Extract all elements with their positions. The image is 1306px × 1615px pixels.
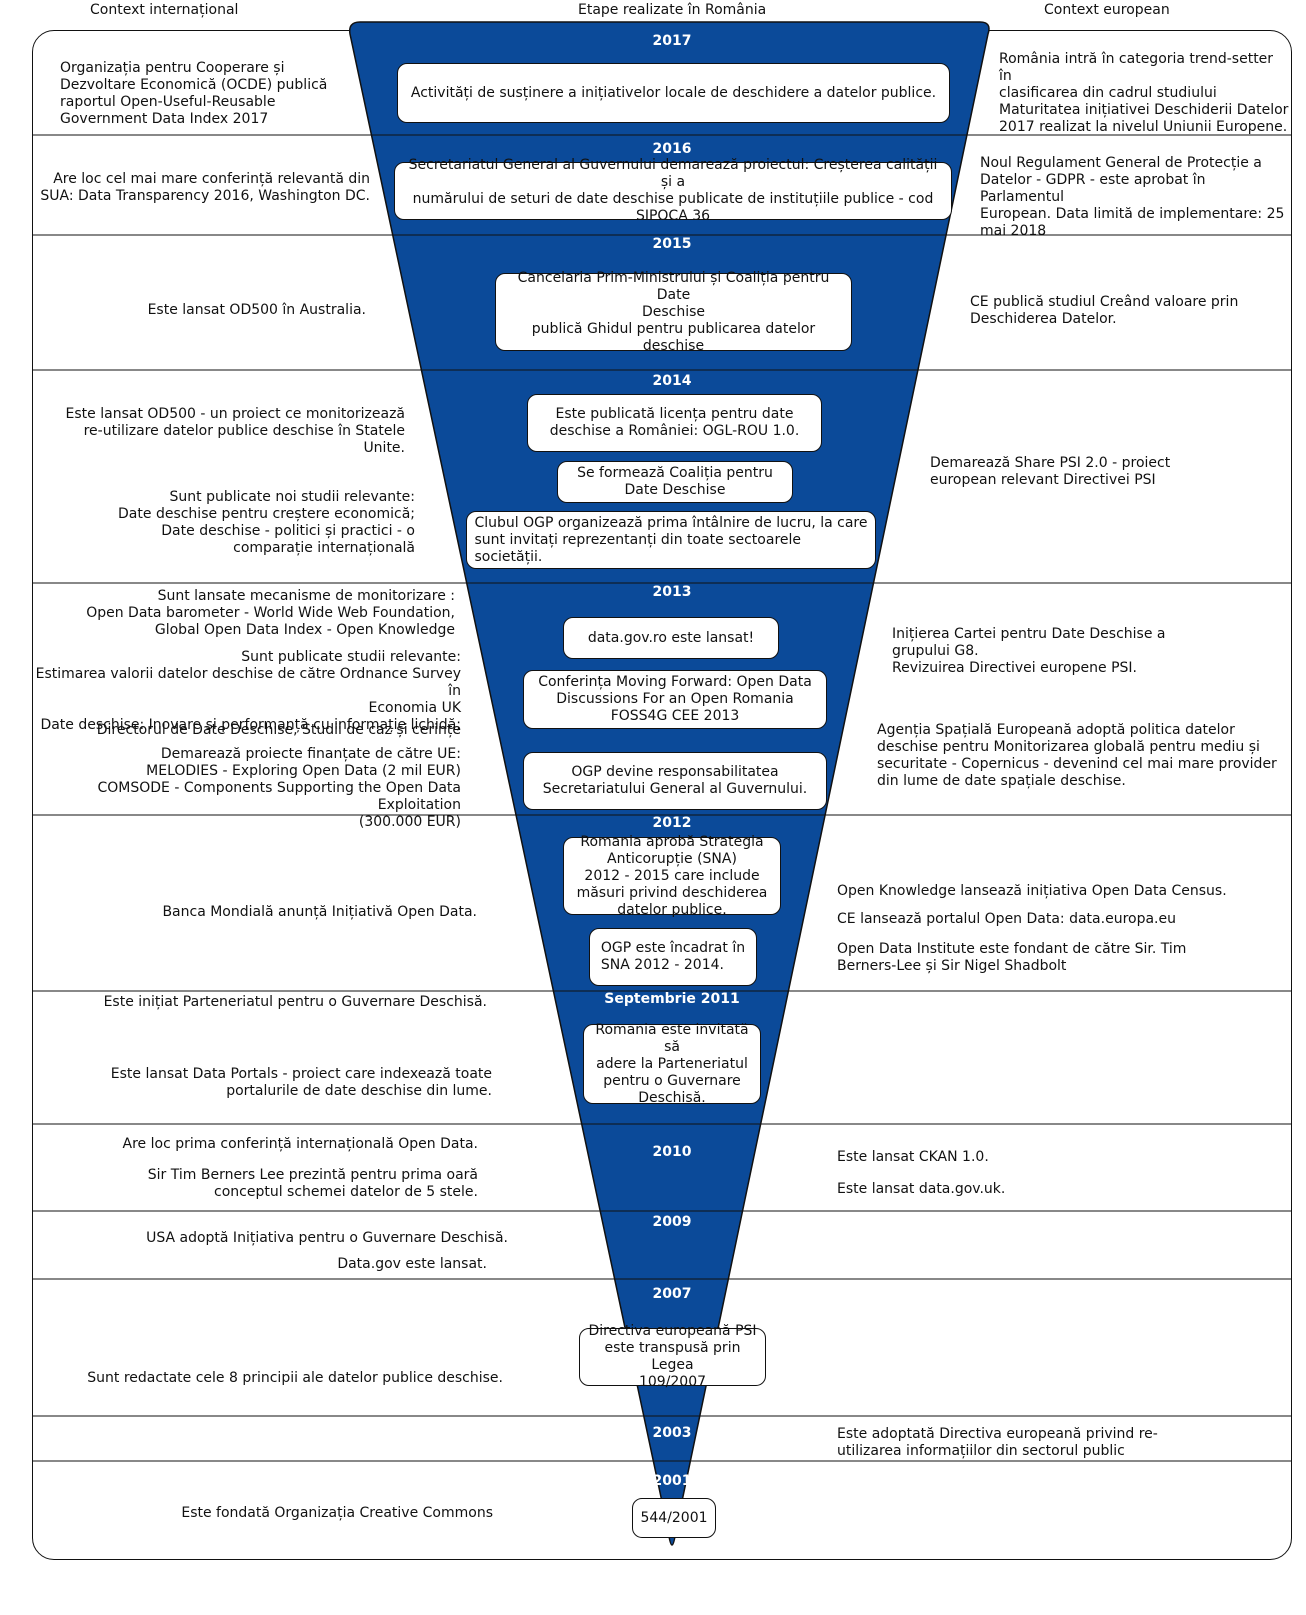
international-note: USA adoptă Inițiativa pentru o Guvernare… (146, 1230, 508, 1246)
milestone-box: Directiva europeană PSI este transpusă p… (579, 1323, 766, 1390)
year-label: 2015 (652, 236, 692, 252)
milestone-box: OGP devine responsabilitatea Secretariat… (523, 752, 827, 810)
year-label: 2001 (652, 1473, 692, 1489)
international-note: Banca Mondială anunță Inițiativă Open Da… (162, 904, 477, 920)
header-right: Context european (1044, 2, 1170, 18)
milestone-box: Se formează Coaliția pentru Date Deschis… (557, 461, 793, 503)
milestone-box: Clubul OGP organizează prima întâlnire d… (466, 511, 876, 569)
milestone-box: Secretariatul General al Guvernului dema… (394, 157, 952, 224)
year-label: Septembrie 2011 (604, 991, 740, 1007)
year-label: 2016 (652, 141, 692, 157)
international-note: Este lansat Data Portals - proiect care … (110, 1066, 492, 1099)
international-note: Directorul de Date Deschise, Studii de c… (96, 722, 461, 738)
european-note: Inițierea Cartei pentru Date Deschise a … (892, 626, 1166, 676)
european-note: Open Knowledge lansează inițiativa Open … (837, 883, 1227, 899)
milestone-box: OGP este încadrat în SNA 2012 - 2014. (589, 928, 757, 986)
milestone-box: data.gov.ro este lansat! (563, 617, 779, 659)
european-note: Open Data Institute este fondant de cătr… (837, 941, 1187, 974)
year-label: 2017 (652, 33, 692, 49)
year-label: 2009 (652, 1214, 692, 1230)
international-note: Are loc cel mai mare conferință relevant… (40, 171, 370, 204)
international-note: Este inițiat Parteneriatul pentru o Guve… (103, 994, 487, 1010)
milestone-box: Activități de susținere a inițiativelor … (397, 63, 950, 123)
international-note: Sunt publicate noi studii relevante: Dat… (118, 489, 415, 556)
milestone-box: Romania aprobă Strategia Anticorupție (S… (563, 834, 781, 918)
milestone-box: Romania este invitată să adere la Parten… (583, 1022, 761, 1106)
international-note: Sir Tim Berners Lee prezintă pentru prim… (147, 1167, 478, 1200)
international-note: Este lansat OD500 - un proiect ce monito… (65, 406, 405, 456)
year-label: 2003 (652, 1425, 692, 1441)
european-note: CE lansează portalul Open Data: data.eur… (837, 911, 1176, 927)
international-note: Demarează proiecte finanțate de către UE… (97, 746, 461, 830)
milestone-box: Cancelaria Prim-Ministrului și Coaliția … (495, 270, 852, 354)
european-note: Este adoptată Directiva europeană privin… (837, 1426, 1158, 1459)
year-label: 2007 (652, 1286, 692, 1302)
european-note: Demarează Share PSI 2.0 - proiect europe… (930, 455, 1171, 488)
header-center: Etape realizate în România (578, 2, 767, 18)
international-note: Are loc prima conferință internațională … (122, 1136, 478, 1152)
milestone-box: 544/2001 (632, 1498, 716, 1538)
year-label: 2014 (652, 373, 692, 389)
european-note: Este lansat CKAN 1.0. (837, 1149, 989, 1165)
milestone-box: Este publicată licența pentru date desch… (527, 394, 822, 452)
international-note: Este fondată Organizația Creative Common… (181, 1505, 493, 1521)
header-left: Context internațional (90, 2, 239, 18)
international-note: Data.gov este lansat. (337, 1256, 487, 1272)
international-note: Sunt lansate mecanisme de monitorizare :… (86, 588, 455, 638)
european-note: Agenția Spațială Europeană adoptă politi… (877, 722, 1277, 789)
international-note: Organizația pentru Cooperare și Dezvolta… (60, 60, 328, 127)
international-note: Sunt publicate studii relevante: Estimar… (35, 649, 461, 733)
international-note: Este lansat OD500 în Australia. (147, 302, 366, 318)
european-note: Este lansat data.gov.uk. (837, 1181, 1006, 1197)
european-note: Noul Regulament General de Protecție a D… (980, 155, 1285, 239)
international-note: Sunt redactate cele 8 principii ale date… (87, 1370, 503, 1386)
year-label: 2013 (652, 584, 692, 600)
european-note: CE publică studiul Creând valoare prin D… (970, 294, 1239, 327)
year-label: 2010 (652, 1144, 692, 1160)
row-separators (33, 134, 1291, 1462)
european-note: România intră în categoria trend-setter … (999, 51, 1289, 135)
milestone-box: Conferința Moving Forward: Open Data Dis… (523, 670, 827, 729)
year-label: 2012 (652, 815, 692, 831)
